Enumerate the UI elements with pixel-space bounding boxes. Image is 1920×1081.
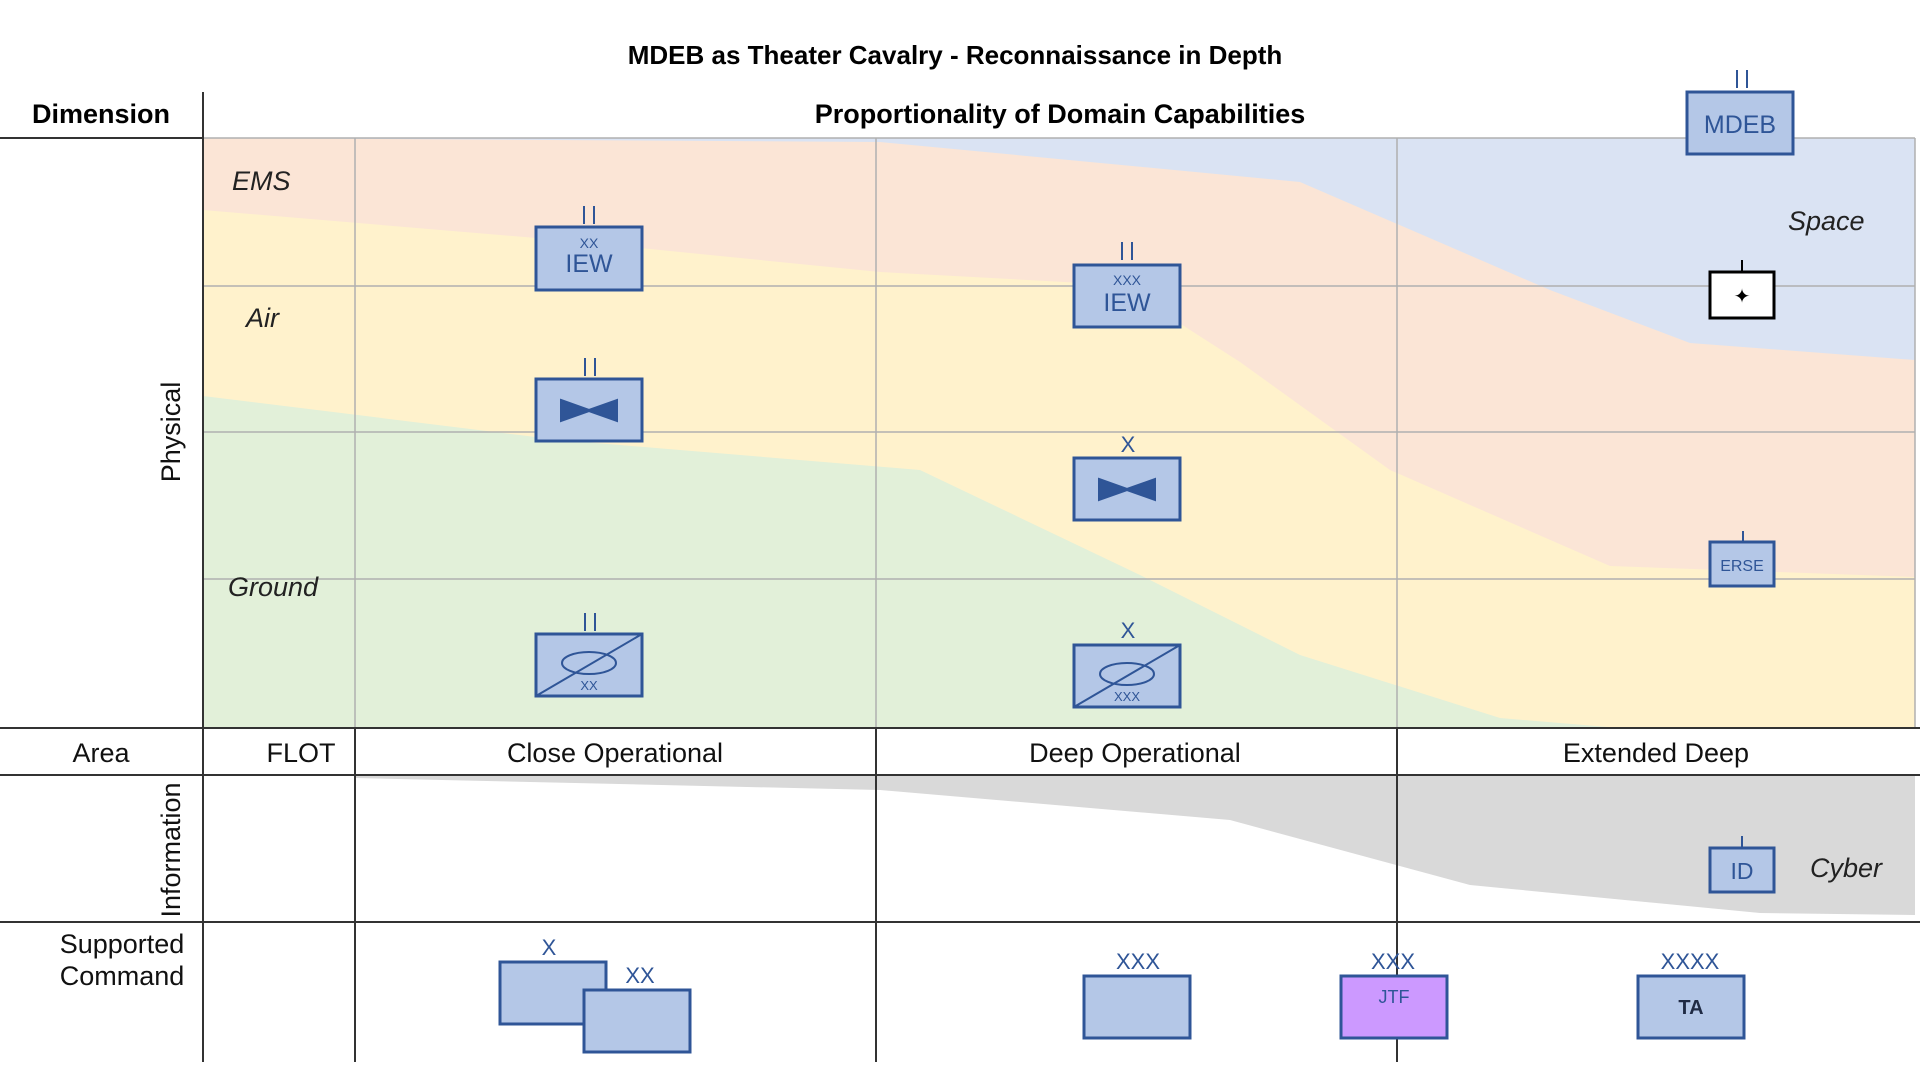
area-deep-operational: Deep Operational [1029,738,1241,768]
iew-close-unit-symbol: XX IEW [534,206,644,292]
iew-deep-label: IEW [1103,289,1151,317]
erse-label: ERSE [1720,558,1764,575]
aviation-deep-unit-symbol: X [1072,432,1182,522]
area-extended-deep: Extended Deep [1563,738,1749,768]
aviation-close-unit-symbol [534,358,644,443]
ta-label: TA [1678,997,1703,1019]
cmd-x-echelon: X [542,935,557,960]
recon-close-unit-symbol: XX [534,613,644,698]
space-unit-symbol: ✦ [1708,260,1776,320]
id-label: ID [1731,858,1754,884]
jtf-label: JTF [1379,987,1410,1007]
iew-close-echelon-sub: XX [580,235,599,251]
gridlines [203,137,1916,728]
domain-label-air: Air [244,303,280,333]
row-label-physical: Physical [156,382,186,483]
id-unit-symbol: ID [1708,836,1776,894]
recon-deep-echelon: X [1121,618,1136,643]
aviation-deep-echelon: X [1121,432,1136,457]
iew-close-label: IEW [565,250,613,278]
erse-unit-symbol: ERSE [1708,531,1776,588]
jtf-unit-symbol: XXX JTF [1339,949,1449,1040]
aviation-bowtie-icon [1098,477,1156,502]
domain-bands [203,138,1915,728]
recon-close-echelon-sub: XX [580,678,598,693]
recon-deep-unit-symbol: X XXX [1072,618,1182,709]
jtf-echelon: XXX [1371,949,1415,974]
diagram-title: MDEB as Theater Cavalry - Reconnaissance… [628,40,1283,70]
row-label-supported: Supported [60,929,185,959]
dimension-header: Dimension [32,99,170,129]
aviation-bowtie-icon [560,398,618,423]
row-label-information: Information [156,782,186,917]
iew-deep-unit-symbol: XXX IEW [1072,242,1182,329]
cmd-xxx-echelon: XXX [1116,949,1160,974]
mdeb-unit-symbol: MDEB [1685,70,1795,156]
domain-label-ems: EMS [232,166,291,196]
ta-echelon: XXXX [1661,949,1720,974]
recon-ellipse-icon [561,651,617,675]
iew-deep-echelon-sub: XXX [1113,272,1142,288]
supported-command-x-xx: X XX [498,935,692,1054]
recon-ellipse-icon [1099,662,1155,686]
cmd-xx-echelon: XX [625,963,655,988]
domain-label-cyber: Cyber [1810,853,1883,883]
domain-label-space: Space [1788,206,1865,236]
proportionality-header: Proportionality of Domain Capabilities [815,99,1306,129]
area-close-operational: Close Operational [507,738,723,768]
mdeb-label: MDEB [1704,111,1776,139]
row-label-area: Area [72,738,130,768]
cyber-band [355,776,1915,915]
supported-command-xxx: XXX [1082,949,1192,1040]
area-flot: FLOT [266,738,335,768]
ta-unit-symbol: XXXX TA [1636,949,1746,1040]
row-label-command: Command [60,961,185,991]
recon-deep-echelon-sub: XXX [1114,689,1140,704]
domain-label-ground: Ground [228,572,319,602]
space-star-icon: ✦ [1734,286,1751,308]
